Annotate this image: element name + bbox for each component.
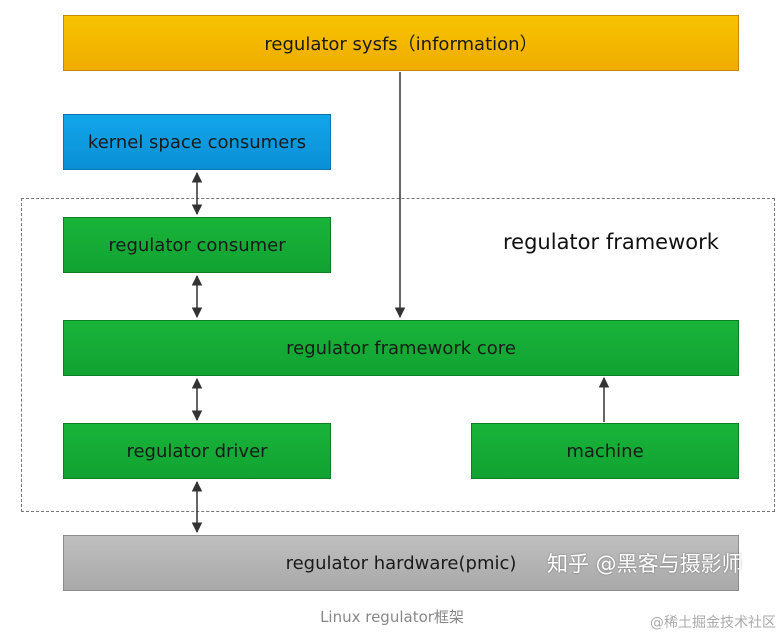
kernel-space-consumers-label: kernel space consumers: [87, 131, 307, 153]
machine-box: machine: [471, 423, 739, 479]
zhihu-watermark: 知乎 @黑客与摄影师: [547, 552, 743, 576]
regulator-driver-box: regulator driver: [63, 423, 331, 479]
regulator-hardware-label: regulator hardware(pmic): [285, 552, 517, 574]
regulator-consumer-box: regulator consumer: [63, 217, 331, 273]
machine-label: machine: [566, 440, 644, 462]
kernel-space-consumers-box: kernel space consumers: [63, 114, 331, 170]
regulator-framework-boundary: [21, 198, 775, 512]
regulator-sysfs-label: regulator sysfs（information）: [264, 34, 538, 55]
figure-caption: Linux regulator框架: [320, 608, 464, 626]
regulator-framework-core-label: regulator framework core: [286, 337, 516, 359]
regulator-sysfs-box: regulator sysfs（information）: [63, 15, 739, 71]
regulator-driver-label: regulator driver: [126, 440, 268, 462]
regulator-consumer-label: regulator consumer: [108, 234, 286, 256]
juejin-watermark: @稀土掘金技术社区: [650, 615, 776, 631]
regulator-framework-label: regulator framework: [503, 230, 719, 254]
regulator-framework-core-box: regulator framework core: [63, 320, 739, 376]
regulator-hardware-box: regulator hardware(pmic): [63, 535, 739, 591]
